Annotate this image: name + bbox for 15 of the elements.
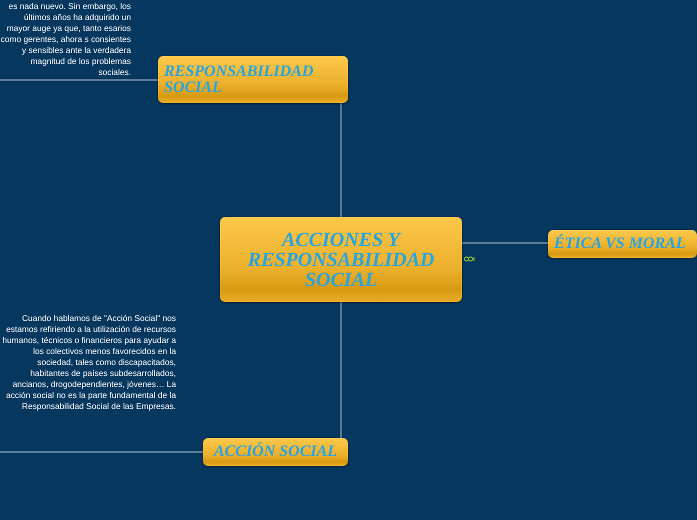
note-text: es nada nuevo. Sin embargo, los últimos años ha adquirido un mayor auge ya que, tanto esarios como gerentes, ahora s consientes y sensibles ante la verdadera magnitud de los problemas sociales.: [0, 1, 131, 78]
topic-title: RESPONSABILIDAD SOCIAL: [164, 64, 314, 96]
topic-box: [158, 56, 348, 103]
connector-line: [0, 79, 158, 81]
topic-box: [220, 217, 462, 302]
topic-box: [203, 438, 348, 466]
topic-box: [548, 230, 697, 258]
connector-line: [340, 103, 342, 217]
topic-title: ACCIONES Y RESPONSABILIDAD SOCIAL: [246, 230, 436, 290]
connector-line: [340, 302, 342, 438]
connector-line: [462, 242, 548, 244]
topic-title: ÉTICA VS MORAL: [554, 236, 686, 252]
connector-line: [0, 451, 203, 453]
topic-title: ACCIÓN SOCIAL: [214, 444, 338, 460]
note-text: Cuando hablamos de "Acción Social" nos estamos refiriendo a la utilización de recursos humanos, técnicos o financieros para ayudar a los colectivos menos favorecidos en la sociedad, tales como discapacitados, habitantes de países subdesarrollados, ancianos, drogodependientes, jóvenes… La acción social no es la parte fundamental de la Responsabilidad Social de las Empresas.: [0, 313, 176, 451]
